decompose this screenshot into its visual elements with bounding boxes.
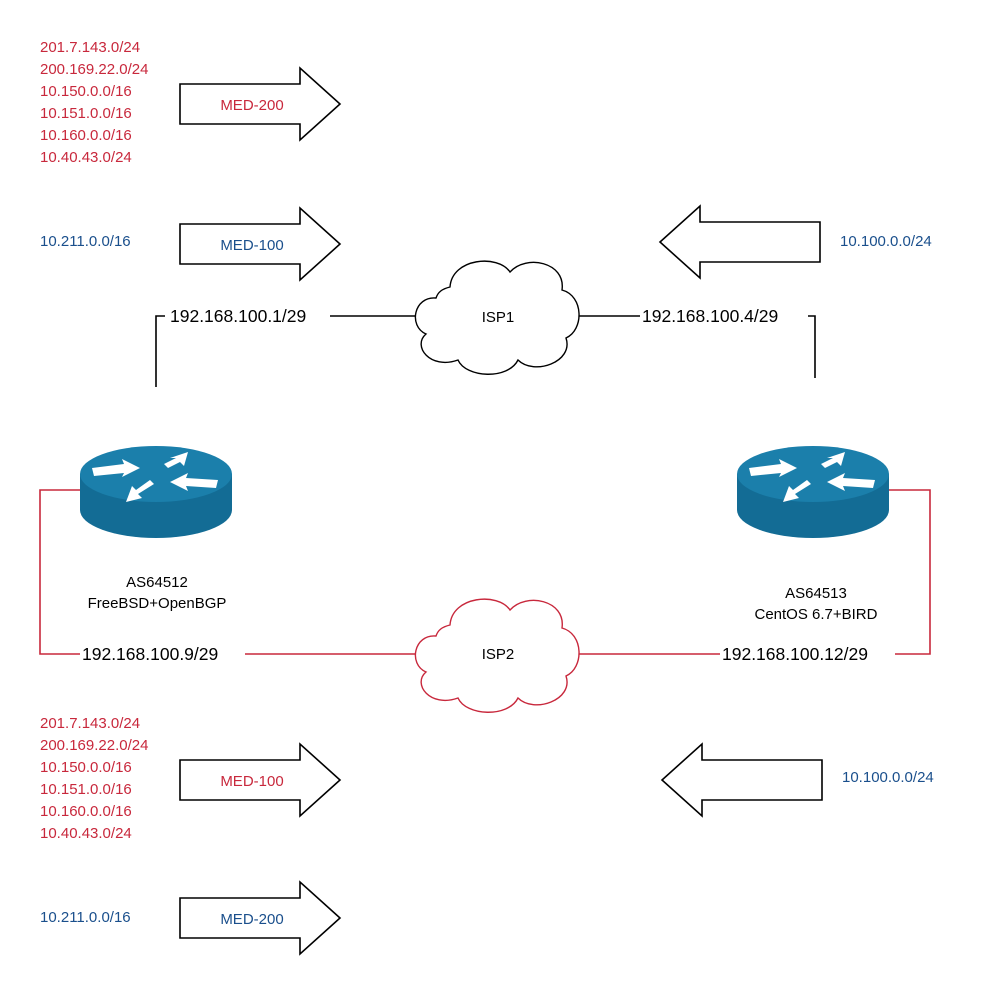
med-arrow-isp2-group2: MED-200 bbox=[179, 880, 342, 956]
prefix: 10.160.0.0/16 bbox=[40, 803, 132, 820]
isp2-left-group1-prefixes: 201.7.143.0/24 200.169.22.0/24 10.150.0.… bbox=[40, 715, 148, 842]
med-arrow-isp2-group1: MED-100 bbox=[179, 742, 342, 818]
med-arrow-isp1-group2: MED-100 bbox=[179, 206, 342, 282]
router-right bbox=[737, 446, 889, 538]
arrow-left-icon bbox=[660, 742, 823, 818]
isp1-right-prefixes: 10.100.0.0/24 bbox=[840, 233, 932, 250]
isp2-link-right bbox=[574, 489, 931, 655]
isp1-cloud: ISP1 bbox=[414, 260, 580, 375]
prefix: 10.150.0.0/16 bbox=[40, 759, 132, 776]
prefix: 10.40.43.0/24 bbox=[40, 825, 132, 842]
isp2-link-left bbox=[39, 489, 420, 655]
router-left bbox=[80, 446, 232, 538]
prefix: 200.169.22.0/24 bbox=[40, 737, 148, 754]
isp2-left-group2-prefixes: 10.211.0.0/16 bbox=[40, 909, 131, 926]
arrow-right-icon bbox=[179, 66, 342, 142]
ip-right-isp2: 192.168.100.12/29 bbox=[722, 644, 868, 664]
right-router-as: AS64513 bbox=[785, 585, 847, 602]
left-router-as: AS64512 bbox=[126, 574, 188, 591]
announce-arrow-isp2-right bbox=[660, 742, 823, 818]
ip-right-isp1: 192.168.100.4/29 bbox=[642, 306, 778, 326]
arrow-right-icon bbox=[179, 742, 342, 818]
isp1-link-left bbox=[155, 315, 420, 387]
prefix: 10.151.0.0/16 bbox=[40, 781, 132, 798]
prefix: 200.169.22.0/24 bbox=[40, 61, 148, 78]
arrow-right-icon bbox=[179, 206, 342, 282]
prefix: 10.100.0.0/24 bbox=[842, 769, 934, 786]
isp2-label: ISP2 bbox=[482, 646, 515, 663]
isp1-link-right bbox=[574, 315, 816, 378]
arrow-left-icon bbox=[658, 204, 821, 280]
prefix: 10.160.0.0/16 bbox=[40, 127, 132, 144]
prefix: 10.151.0.0/16 bbox=[40, 105, 132, 122]
med-label: MED-100 bbox=[220, 237, 283, 254]
med-label: MED-100 bbox=[220, 773, 283, 790]
arrow-right-icon bbox=[179, 880, 342, 956]
prefix: 201.7.143.0/24 bbox=[40, 39, 140, 56]
prefix: 10.211.0.0/16 bbox=[40, 909, 131, 926]
prefix: 10.100.0.0/24 bbox=[840, 233, 932, 250]
med-arrow-isp1-group1: MED-200 bbox=[179, 66, 342, 142]
isp2-cloud: ISP2 bbox=[414, 598, 580, 713]
isp1-label: ISP1 bbox=[482, 309, 515, 326]
med-label: MED-200 bbox=[220, 911, 283, 928]
prefix: 10.211.0.0/16 bbox=[40, 233, 131, 250]
med-label: MED-200 bbox=[220, 97, 283, 114]
cloud-icon bbox=[414, 598, 580, 713]
right-router-os: CentOS 6.7+BIRD bbox=[755, 606, 878, 623]
cloud-icon bbox=[414, 260, 580, 375]
ip-left-isp2: 192.168.100.9/29 bbox=[82, 644, 218, 664]
router-icon bbox=[737, 446, 889, 538]
ip-left-isp1: 192.168.100.1/29 bbox=[170, 306, 306, 326]
prefix: 201.7.143.0/24 bbox=[40, 715, 140, 732]
isp1-left-group1-prefixes: 201.7.143.0/24 200.169.22.0/24 10.150.0.… bbox=[40, 39, 148, 166]
router-icon bbox=[80, 446, 232, 538]
prefix: 10.150.0.0/16 bbox=[40, 83, 132, 100]
left-router-os: FreeBSD+OpenBGP bbox=[88, 595, 227, 612]
isp1-left-group2-prefixes: 10.211.0.0/16 bbox=[40, 233, 131, 250]
prefix: 10.40.43.0/24 bbox=[40, 149, 132, 166]
isp2-right-prefixes: 10.100.0.0/24 bbox=[842, 769, 934, 786]
announce-arrow-isp1-right bbox=[658, 204, 821, 280]
